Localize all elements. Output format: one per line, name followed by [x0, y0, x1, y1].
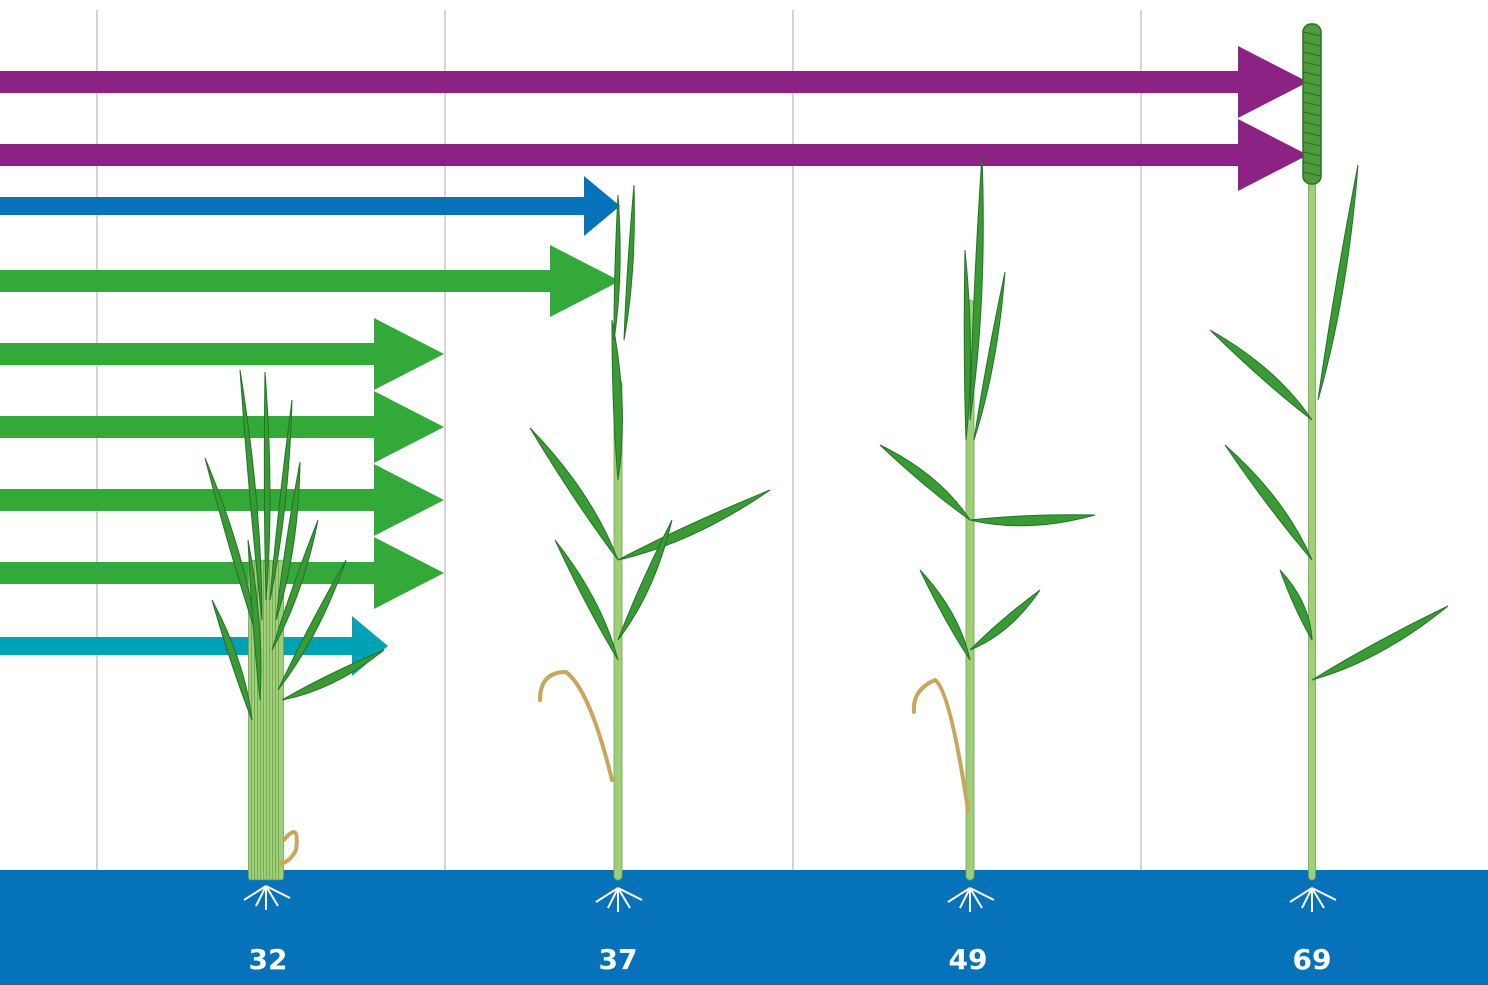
leaf	[239, 369, 263, 621]
progress-arrow	[0, 119, 1308, 191]
leaf	[247, 539, 262, 701]
stem	[965, 299, 975, 881]
arrow-head	[1238, 46, 1308, 118]
gridline	[96, 10, 98, 870]
leaf	[211, 599, 253, 721]
leaf	[611, 319, 623, 481]
stage-label-32: 32	[248, 943, 288, 976]
stage-label-49: 49	[948, 943, 988, 976]
arrow-head	[1238, 119, 1308, 191]
leaf	[277, 559, 347, 691]
arrow-shaft	[0, 144, 1240, 166]
leaf	[617, 519, 673, 641]
arrow-head	[550, 245, 620, 317]
plant-stage-32	[204, 369, 385, 910]
plant-stage-37	[529, 184, 771, 912]
arrow-head	[584, 176, 620, 236]
progress-arrow	[0, 245, 620, 317]
gridline	[444, 10, 446, 870]
roots	[947, 887, 995, 912]
leaf	[963, 249, 972, 441]
arrow-shaft	[0, 416, 376, 438]
progress-arrow	[0, 176, 620, 236]
arrow-shaft	[0, 71, 1240, 93]
ground-band	[0, 870, 1488, 985]
leaf	[263, 371, 271, 601]
arrow-head	[374, 464, 444, 536]
leaf	[1279, 569, 1313, 641]
leaf	[969, 514, 1096, 527]
leaf	[969, 589, 1041, 651]
leaf	[1311, 605, 1449, 681]
leaf	[623, 184, 635, 341]
leaf	[281, 649, 385, 701]
leaf	[1209, 329, 1313, 421]
leaf	[269, 399, 293, 601]
leaf	[617, 489, 771, 561]
leaf	[271, 519, 319, 651]
stem	[278, 559, 284, 881]
dead-leaf	[278, 830, 299, 866]
arrow-shaft	[0, 197, 586, 215]
leaf	[1224, 444, 1313, 561]
dead-leaf	[538, 669, 614, 782]
leaf	[275, 461, 301, 621]
stage-label-69: 69	[1292, 943, 1332, 976]
leaf	[1317, 164, 1359, 401]
dead-leaf	[911, 677, 970, 812]
roots	[243, 885, 291, 910]
progress-arrow	[0, 391, 444, 463]
arrow-shaft	[0, 343, 376, 365]
leaf	[529, 427, 619, 561]
leaf	[204, 457, 259, 641]
gridline	[1140, 10, 1142, 870]
progress-arrow	[0, 318, 444, 390]
stem	[1308, 179, 1316, 881]
arrow-shaft	[0, 270, 552, 292]
leaf	[879, 444, 971, 521]
progress-arrow	[0, 46, 1308, 118]
roots	[595, 887, 643, 912]
gridline	[792, 10, 794, 870]
leaf	[613, 194, 621, 341]
plant-stage-69	[1209, 23, 1449, 912]
stage-label-37: 37	[598, 943, 638, 976]
roots	[1289, 887, 1337, 912]
leaf	[969, 154, 984, 421]
leaf	[554, 539, 619, 661]
arrow-head	[374, 318, 444, 390]
arrow-head	[374, 537, 444, 609]
arrow-head	[374, 391, 444, 463]
leaf	[973, 271, 1006, 441]
plant-stage-49	[879, 154, 1096, 912]
leaf	[919, 569, 971, 661]
